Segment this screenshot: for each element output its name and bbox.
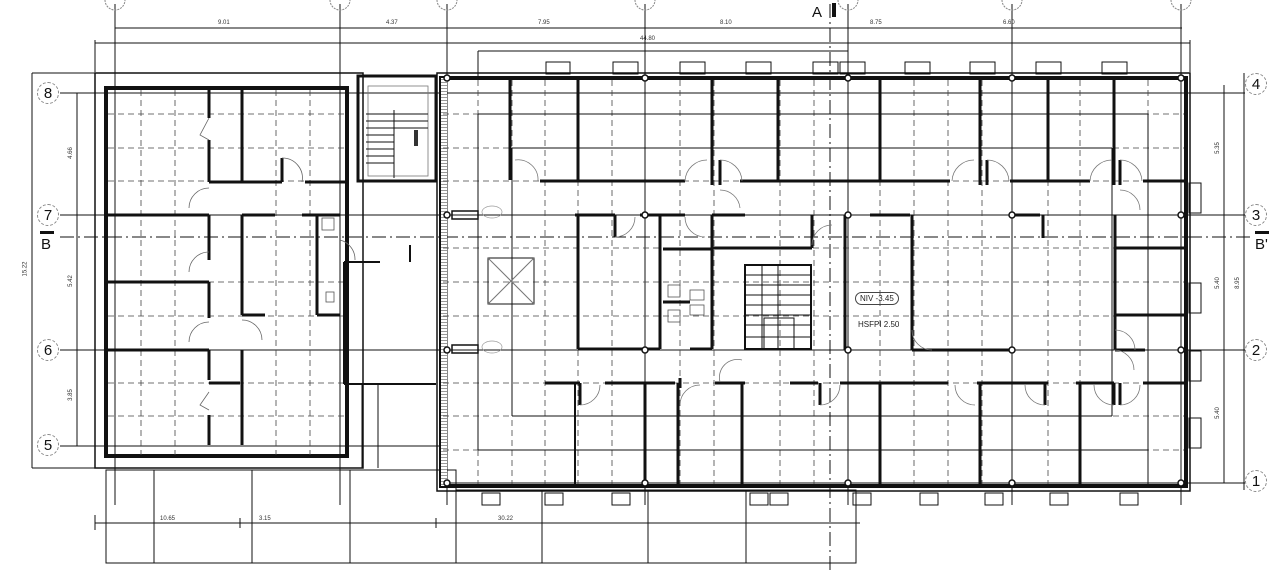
dim-right-2: 5.40 <box>1214 277 1221 289</box>
left-dimension-lines <box>31 72 95 469</box>
grid-bubble-2: 2 <box>1245 339 1267 361</box>
grid-bubble-1: 1 <box>1245 470 1267 492</box>
dim-bottom-1: 10.65 <box>160 516 176 522</box>
stair-core-2 <box>744 264 812 350</box>
right-block-walls <box>436 72 1191 492</box>
grid-bubble-7: 7 <box>37 204 59 226</box>
dim-left-overall: 15.22 <box>22 261 29 277</box>
dim-top-6: 6.60 <box>1003 20 1015 26</box>
dim-bottom-2: 3.15 <box>259 516 271 522</box>
dim-top-5: 8.75 <box>870 20 882 26</box>
window-bays-right <box>1188 182 1202 449</box>
level-tag-text: NIV -3.45 <box>855 292 899 305</box>
dim-top-3: 7.95 <box>538 20 550 26</box>
dim-top-4: 8.10 <box>720 20 732 26</box>
level-tag: NIV -3.45 <box>855 292 899 305</box>
bottom-dimension-lines <box>94 469 860 564</box>
section-mark-a: A <box>812 4 823 21</box>
dim-left-3: 3.85 <box>67 389 74 401</box>
window-bays-bottom <box>481 492 1139 506</box>
grid-bubble-6: 6 <box>37 339 59 361</box>
grid-bubble-4: 4 <box>1245 73 1267 95</box>
top-bubble-arcs <box>104 0 1192 11</box>
top-dimension-lines <box>94 27 1191 76</box>
height-tag: HSFPI 2.50 <box>858 320 900 329</box>
dim-top-1: 9.01 <box>218 20 230 26</box>
dim-left-2: 5.42 <box>67 275 74 287</box>
grid-bubble-8: 8 <box>37 82 59 104</box>
dim-left-1: 4.66 <box>67 147 74 159</box>
dim-top-overall: 44.80 <box>640 36 656 42</box>
stair-core <box>356 74 438 183</box>
restroom-fixtures <box>663 284 705 323</box>
structural-columns <box>443 74 1185 487</box>
dim-bottom-3: 30.22 <box>498 516 514 522</box>
row-grid-axes <box>60 92 1245 484</box>
right-dimension-lines <box>1223 73 1245 490</box>
shaft <box>487 257 535 305</box>
left-block-walls <box>94 72 364 469</box>
window-bays-top <box>545 61 1128 75</box>
dim-top-2: 4.37 <box>386 20 398 26</box>
dim-right-overall: 8.95 <box>1234 277 1241 289</box>
section-mark-b-prime: B' <box>1255 236 1268 253</box>
section-mark-b: B <box>41 236 52 253</box>
grid-bubble-3: 3 <box>1245 204 1267 226</box>
dim-right-1: 5.35 <box>1214 142 1221 154</box>
connector-hall <box>343 245 436 468</box>
grid-bubble-5: 5 <box>37 434 59 456</box>
dim-right-3: 5.40 <box>1214 407 1221 419</box>
